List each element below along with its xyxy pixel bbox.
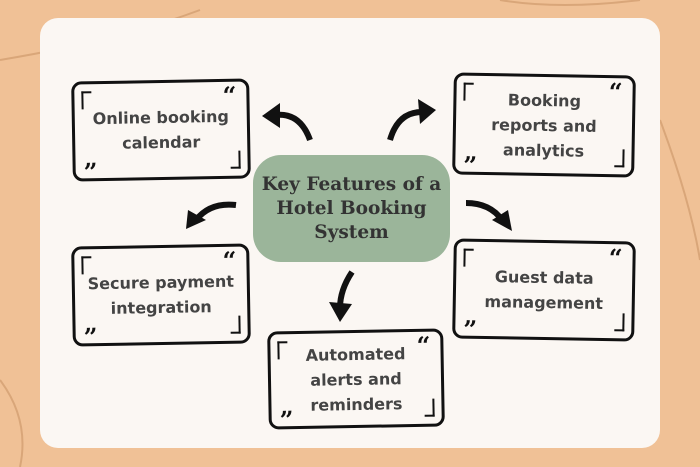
bracket-decoration bbox=[614, 313, 625, 332]
feature-label: Online booking calendar bbox=[92, 106, 230, 153]
bracket-decoration bbox=[463, 248, 474, 267]
close-quote-icon: ” bbox=[83, 322, 98, 352]
arrow-to-automated-alerts bbox=[337, 270, 355, 309]
bracket-decoration bbox=[614, 149, 625, 168]
feature-automated-alerts: “ Automated alerts and reminders ” bbox=[267, 328, 445, 435]
bracket-decoration bbox=[230, 150, 241, 169]
open-quote-icon: “ bbox=[222, 80, 237, 110]
bracket-decoration bbox=[81, 91, 92, 110]
bracket-decoration bbox=[230, 315, 241, 334]
feature-booking-reports: “ Booking reports and analytics ” bbox=[452, 72, 636, 180]
feature-label: Guest data management bbox=[484, 267, 604, 314]
feature-online-booking-calendar: “ Online booking calendar ” bbox=[71, 78, 251, 187]
feature-secure-payment: “ Secure payment integration ” bbox=[71, 243, 251, 352]
close-quote-icon: ” bbox=[83, 157, 98, 187]
bracket-decoration bbox=[424, 398, 435, 417]
open-quote-icon: “ bbox=[608, 77, 623, 107]
feature-label: Automated alerts and reminders bbox=[305, 343, 406, 415]
bracket-decoration bbox=[463, 82, 474, 101]
arrow-to-booking-reports bbox=[387, 109, 423, 141]
close-quote-icon: ” bbox=[463, 150, 478, 180]
close-quote-icon: ” bbox=[463, 314, 478, 344]
arrow-to-secure-payment bbox=[193, 201, 237, 222]
open-quote-icon: “ bbox=[416, 330, 431, 360]
feature-label: Secure payment integration bbox=[87, 271, 235, 318]
central-topic: Key Features of a Hotel Booking System bbox=[253, 155, 450, 262]
open-quote-icon: “ bbox=[608, 243, 623, 273]
close-quote-icon: ” bbox=[279, 405, 294, 435]
bracket-decoration bbox=[81, 256, 92, 275]
bracket-decoration bbox=[277, 341, 288, 360]
feature-guest-data: “ Guest data management ” bbox=[452, 238, 636, 344]
feature-label: Booking reports and analytics bbox=[491, 89, 597, 161]
open-quote-icon: “ bbox=[222, 245, 237, 275]
arrow-to-online-booking bbox=[274, 111, 313, 142]
